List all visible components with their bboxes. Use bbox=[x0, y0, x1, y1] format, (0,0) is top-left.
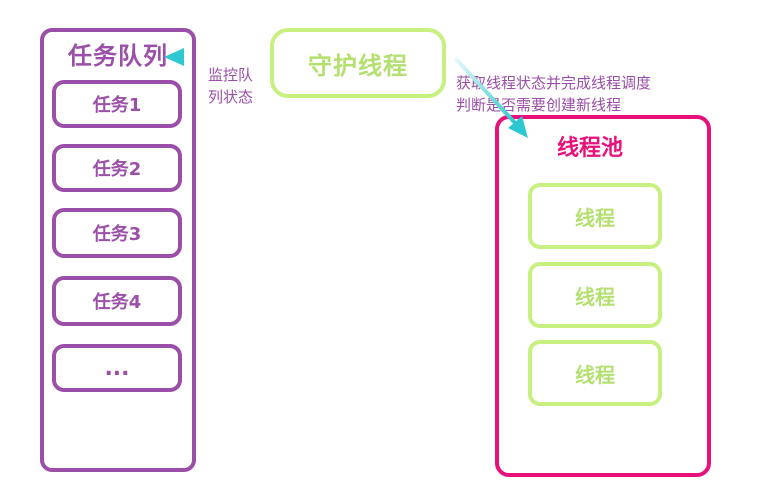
thread-pool-title: 线程池 bbox=[556, 136, 623, 161]
thread-box-1: 线程 bbox=[528, 183, 662, 249]
task-item-1: 任务1 bbox=[52, 80, 182, 128]
dispatch-arrow bbox=[453, 56, 528, 138]
monitor-arrow bbox=[164, 48, 268, 66]
task-item-3: 任务3 bbox=[52, 208, 182, 258]
task-item-ellipsis: ... bbox=[52, 344, 182, 392]
task-item-2: 任务2 bbox=[52, 144, 182, 192]
monitor-annotation-line2: 列状态 bbox=[208, 88, 254, 106]
dispatch-annotation-line1: 获取线程状态并完成线程调度 bbox=[456, 74, 652, 92]
task-queue-title: 任务队列 bbox=[68, 42, 168, 70]
thread-box-2: 线程 bbox=[528, 262, 662, 328]
daemon-thread-box: 守护线程 bbox=[270, 28, 446, 98]
monitor-annotation-line1: 监控队 bbox=[208, 66, 254, 84]
task-queue-container bbox=[40, 28, 196, 472]
thread-box-3: 线程 bbox=[528, 340, 662, 406]
dispatch-annotation-line2: 判断是否需要创建新线程 bbox=[456, 96, 622, 114]
task-item-4: 任务4 bbox=[52, 276, 182, 326]
thread-pool-container bbox=[495, 115, 711, 477]
